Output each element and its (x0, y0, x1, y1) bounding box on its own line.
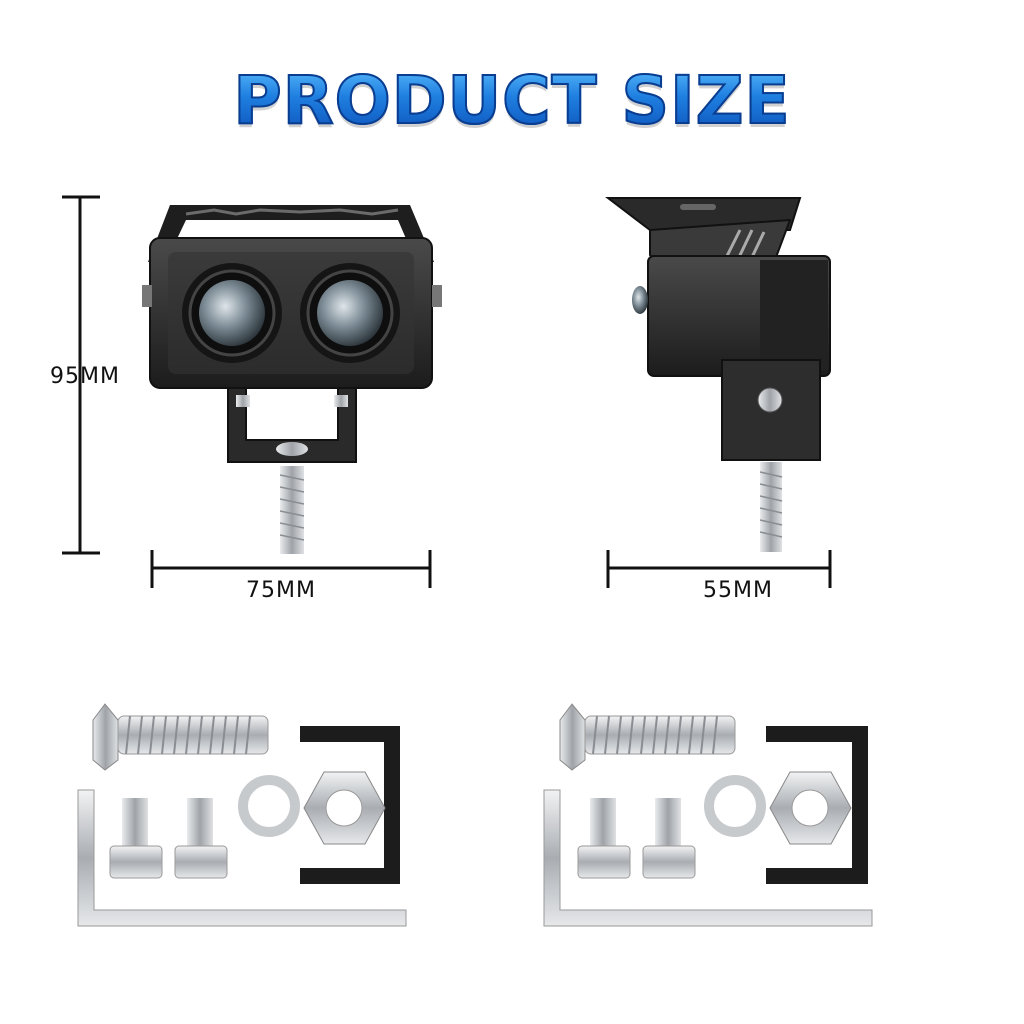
width-dimension-label: 75MM (246, 578, 316, 603)
light-front-view-icon (142, 205, 442, 554)
width-dimension-line (150, 550, 432, 588)
height-dimension-label: 95MM (50, 364, 120, 389)
page-title: PRODUCT SIZE (0, 61, 1024, 140)
hardware-kit-left-icon (77, 703, 407, 927)
light-side-view-icon (605, 197, 831, 552)
depth-dimension-label: 55MM (703, 578, 773, 603)
height-dimension-line (62, 195, 100, 555)
page-title-shadow: PRODUCT SIZE (0, 66, 1024, 143)
hardware-kit-right-icon (543, 703, 873, 927)
depth-dimension-line (606, 550, 832, 588)
